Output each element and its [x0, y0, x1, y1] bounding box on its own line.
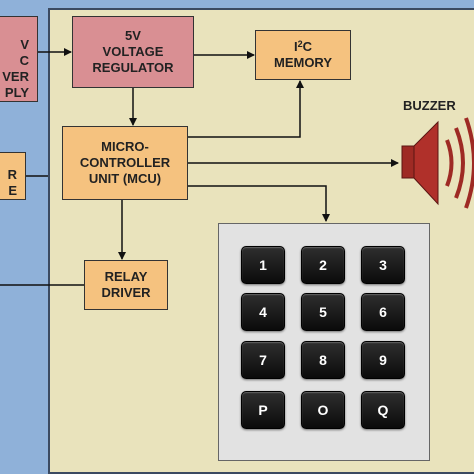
voltage-regulator-line-2: VOLTAGE [102, 44, 164, 59]
memory-suffix: C [302, 39, 313, 54]
power-supply-line-2: C [19, 53, 29, 68]
keypad-key-7[interactable]: 7 [241, 341, 285, 379]
mcu-line-2: CONTROLLER [79, 155, 171, 170]
keypad-key-8[interactable]: 8 [301, 341, 345, 379]
keypad-key-1[interactable]: 1 [241, 246, 285, 284]
keypad-key-2[interactable]: 2 [301, 246, 345, 284]
keypad-key-5[interactable]: 5 [301, 293, 345, 331]
power-supply-block: V C VER PLY [0, 16, 38, 102]
keypad-key-o[interactable]: O [301, 391, 345, 429]
buzzer-icon [401, 117, 474, 209]
left-block-line-1: R [7, 167, 17, 182]
keypad-key-4[interactable]: 4 [241, 293, 285, 331]
power-supply-line-4: PLY [4, 85, 29, 100]
voltage-regulator-line-3: REGULATOR [92, 60, 174, 75]
keypad-key-q[interactable]: Q [361, 391, 405, 429]
i2c-memory-block: I2C MEMORY [255, 30, 351, 80]
keypad: 1 2 3 4 5 6 7 8 9 P O Q [218, 223, 430, 461]
keypad-key-9[interactable]: 9 [361, 341, 405, 379]
keypad-key-3[interactable]: 3 [361, 246, 405, 284]
voltage-regulator-line-1: 5V [125, 28, 141, 43]
relay-driver-line-2: DRIVER [101, 285, 151, 300]
mcu-block: MICRO- CONTROLLER UNIT (MCU) [62, 126, 188, 200]
arrow-mcu-to-memory [188, 80, 304, 138]
arrow-mcu-to-keypad [188, 185, 330, 222]
memory-title: I2C [294, 39, 312, 55]
left-partial-block: R E [0, 152, 26, 200]
voltage-regulator-block: 5V VOLTAGE REGULATOR [72, 16, 194, 88]
memory-line-2: MEMORY [273, 55, 333, 70]
memory-superscript: 2 [297, 39, 303, 49]
relay-driver-line-1: RELAY [104, 269, 148, 284]
relay-driver-block: RELAY DRIVER [84, 260, 168, 310]
memory-prefix: I [293, 39, 298, 54]
buzzer-label: BUZZER [403, 98, 456, 113]
power-supply-line-1: V [20, 37, 29, 52]
keypad-key-6[interactable]: 6 [361, 293, 405, 331]
mcu-line-3: UNIT (MCU) [88, 171, 162, 186]
left-block-line-2: E [8, 183, 17, 198]
power-supply-line-3: VER [2, 69, 29, 84]
keypad-key-p[interactable]: P [241, 391, 285, 429]
mcu-line-1: MICRO- [101, 139, 149, 154]
